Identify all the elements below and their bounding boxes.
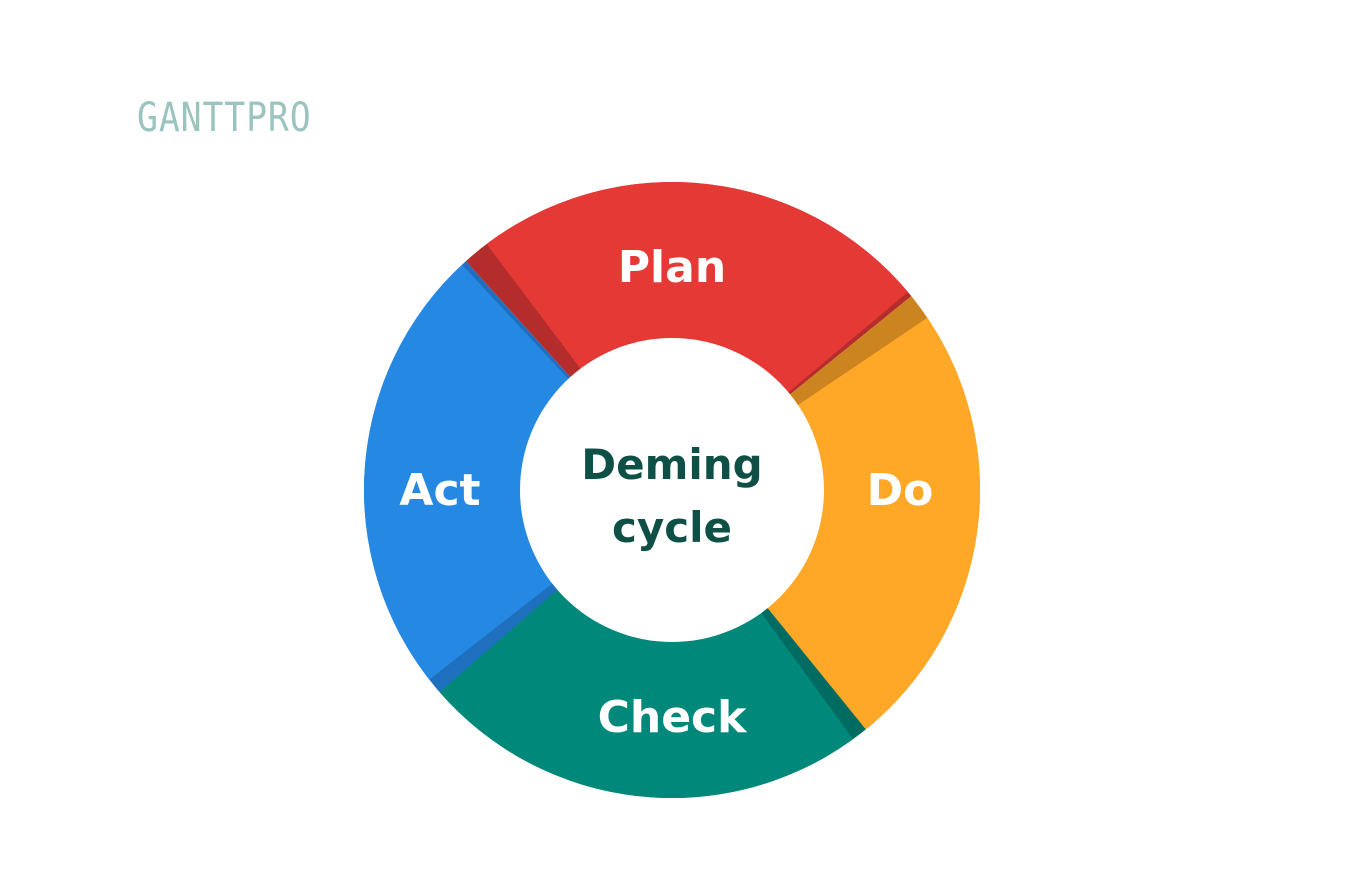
- check-label: Check: [598, 692, 749, 743]
- act-segment: [363, 264, 570, 680]
- check-segment: [439, 588, 854, 799]
- act-label: Act: [399, 465, 480, 516]
- plan-segment: [486, 182, 908, 394]
- center-title-line1: Deming: [581, 440, 762, 489]
- ganttpro-logo: GANTTPRO: [137, 95, 312, 141]
- center-title-line2: cycle: [612, 503, 732, 552]
- cycle-ring: [363, 182, 981, 799]
- center-circle: [520, 338, 824, 642]
- do-segment: [766, 317, 980, 730]
- plan-label: Plan: [618, 242, 726, 293]
- do-label: Do: [867, 465, 934, 516]
